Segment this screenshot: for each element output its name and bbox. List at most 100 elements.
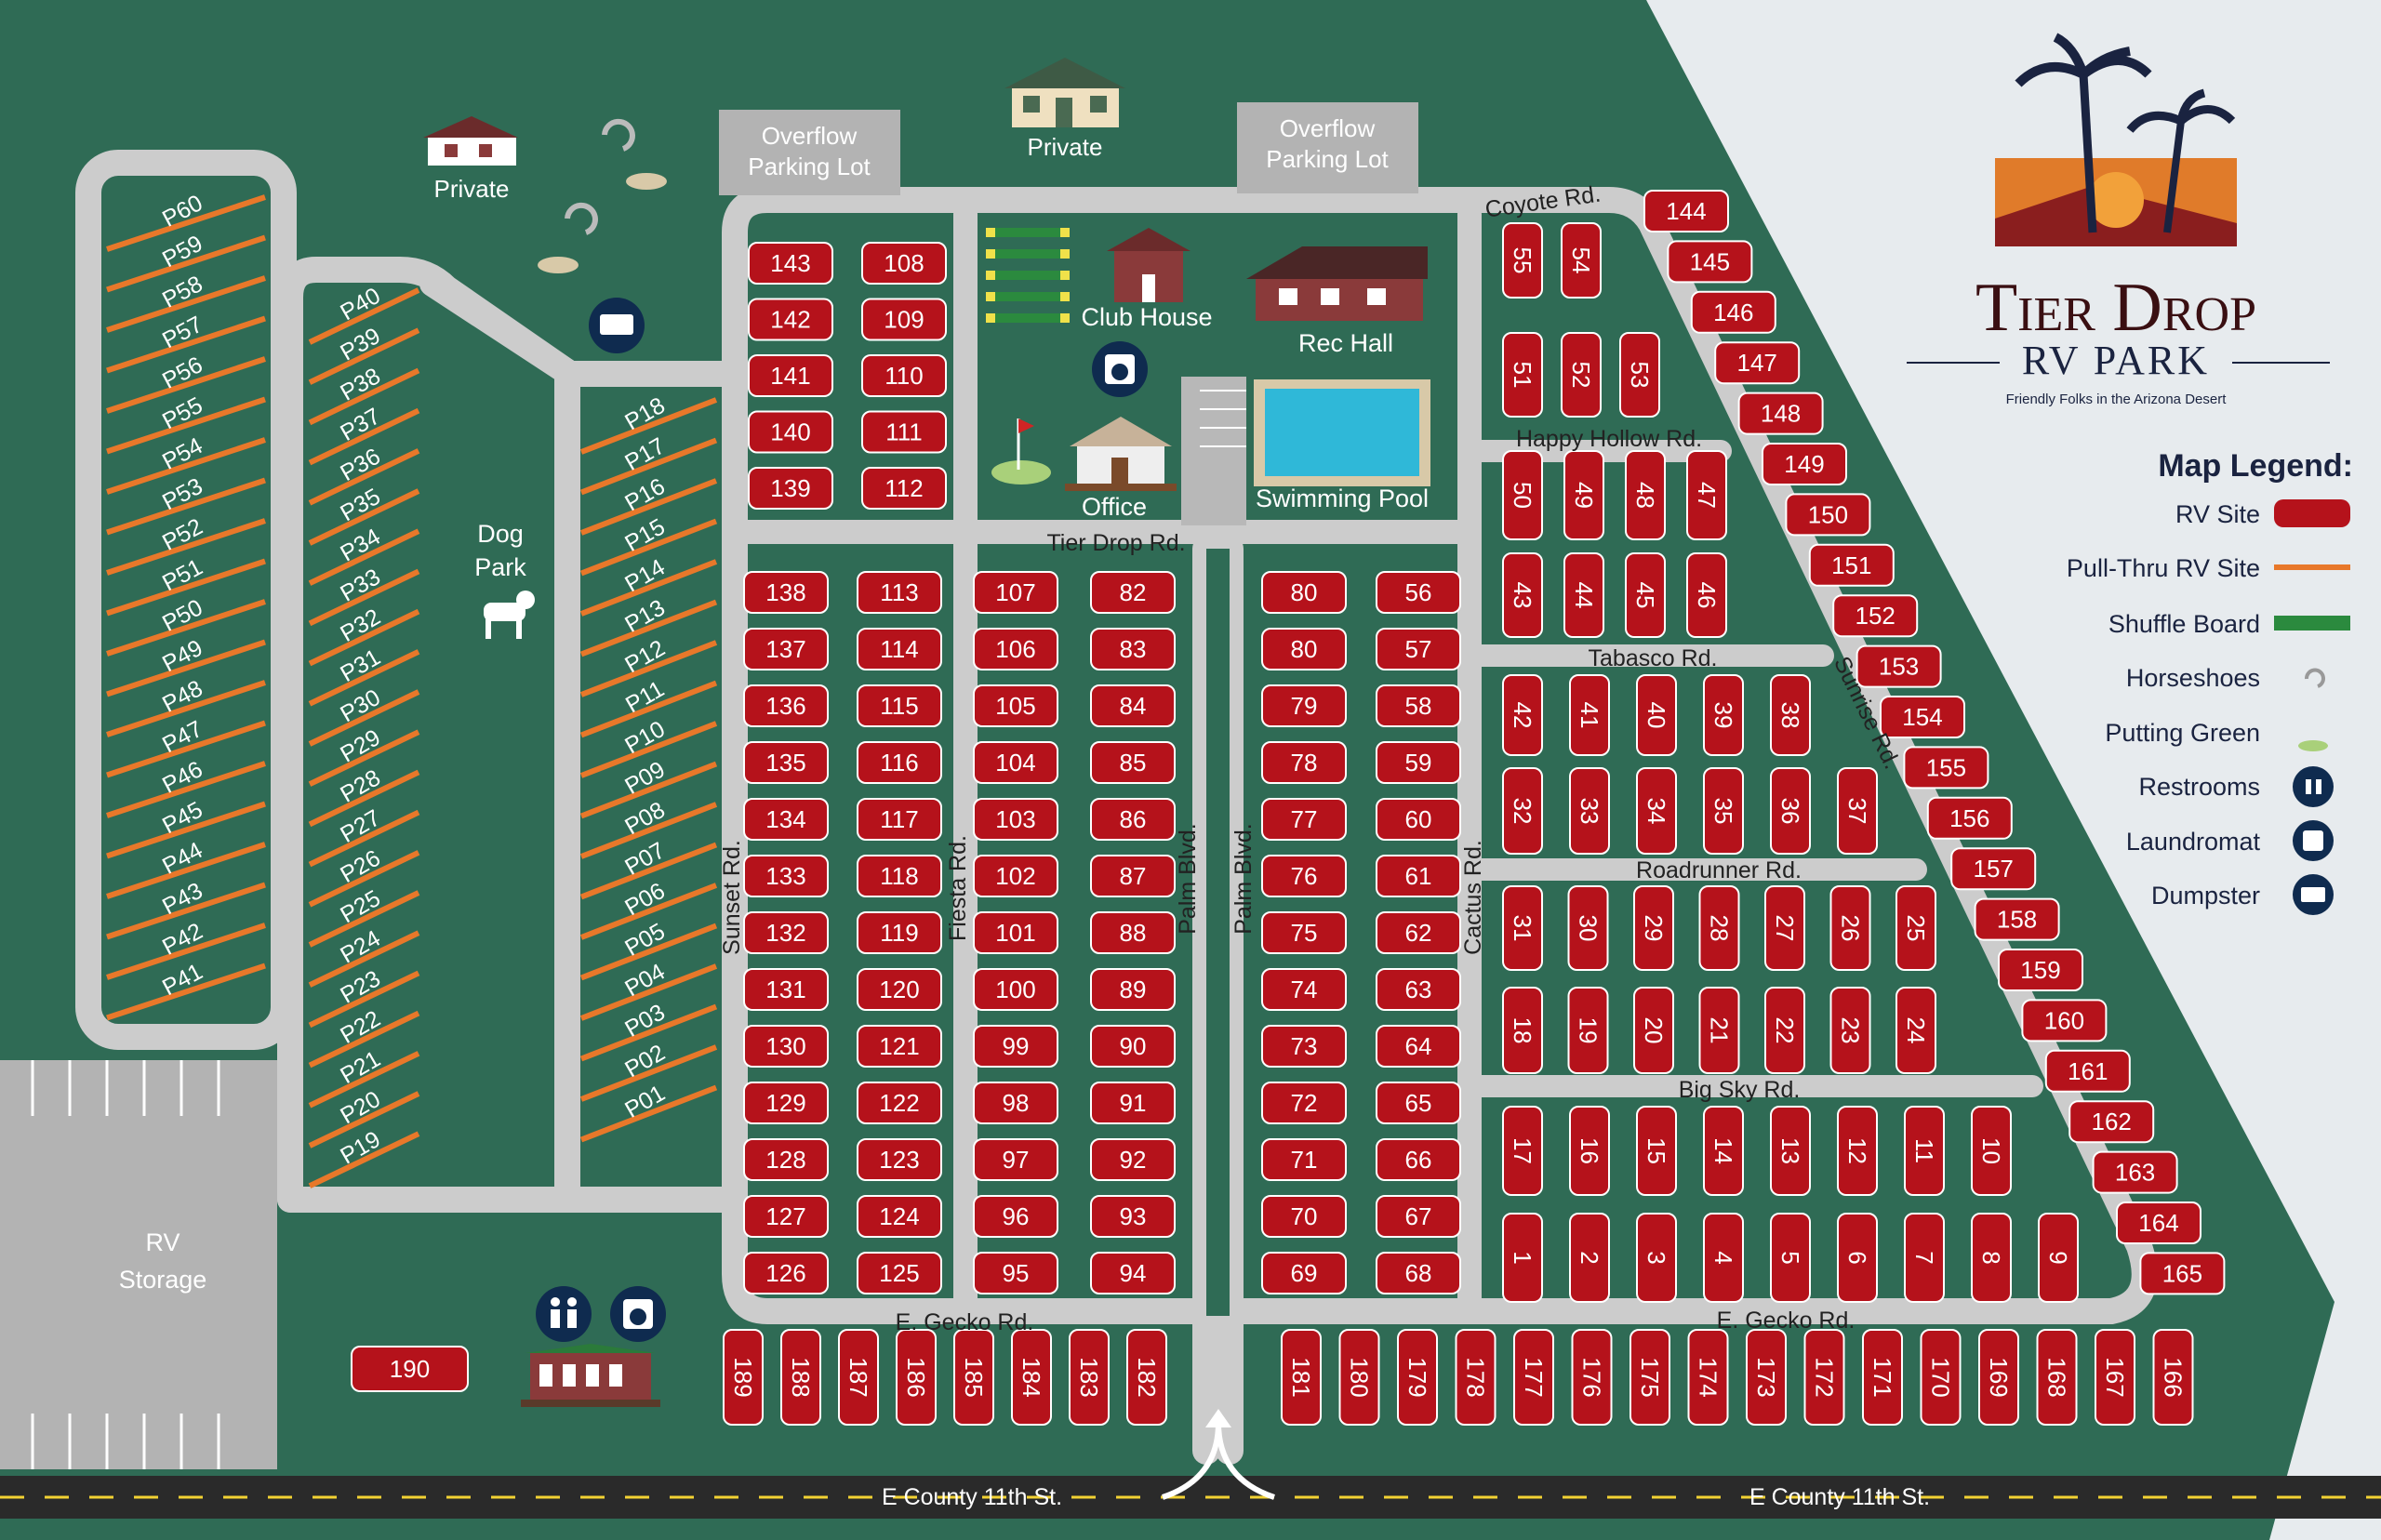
rv-site-42[interactable]: 42 bbox=[1502, 674, 1543, 756]
rv-site-7[interactable]: 7 bbox=[1904, 1213, 1945, 1303]
rv-site-76[interactable]: 76 bbox=[1261, 855, 1347, 897]
rv-site-35[interactable]: 35 bbox=[1703, 767, 1744, 855]
rv-site-162[interactable]: 162 bbox=[2068, 1100, 2155, 1144]
rv-site-28[interactable]: 28 bbox=[1698, 885, 1740, 971]
rv-site-64[interactable]: 64 bbox=[1376, 1025, 1461, 1068]
rv-site-126[interactable]: 126 bbox=[743, 1252, 829, 1294]
rv-site-156[interactable]: 156 bbox=[1926, 796, 2013, 840]
rv-site-150[interactable]: 150 bbox=[1785, 493, 1871, 537]
rv-site-27[interactable]: 27 bbox=[1764, 885, 1805, 971]
rv-site-164[interactable]: 164 bbox=[2116, 1201, 2201, 1244]
rv-site-155[interactable]: 155 bbox=[1903, 746, 1989, 790]
rv-site-132[interactable]: 132 bbox=[743, 911, 829, 954]
rv-site-37[interactable]: 37 bbox=[1837, 767, 1878, 855]
rv-site-70[interactable]: 70 bbox=[1261, 1195, 1347, 1238]
rv-site-151[interactable]: 151 bbox=[1808, 543, 1895, 587]
rv-site-119[interactable]: 119 bbox=[857, 911, 942, 954]
rv-site-93[interactable]: 93 bbox=[1090, 1195, 1176, 1238]
rv-site-153[interactable]: 153 bbox=[1856, 644, 1942, 688]
rv-site-3[interactable]: 3 bbox=[1636, 1213, 1677, 1303]
rv-site-134[interactable]: 134 bbox=[743, 798, 829, 841]
rv-site-77[interactable]: 77 bbox=[1261, 798, 1347, 841]
rv-site-87[interactable]: 87 bbox=[1090, 855, 1176, 897]
rv-site-154[interactable]: 154 bbox=[1880, 696, 1965, 738]
rv-site-43[interactable]: 43 bbox=[1502, 552, 1543, 638]
rv-site-171[interactable]: 171 bbox=[1862, 1329, 1903, 1426]
rv-site-6[interactable]: 6 bbox=[1837, 1213, 1878, 1303]
rv-site-78[interactable]: 78 bbox=[1261, 741, 1347, 784]
rv-site-98[interactable]: 98 bbox=[973, 1082, 1058, 1124]
rv-site-22[interactable]: 22 bbox=[1764, 987, 1805, 1074]
rv-site-99[interactable]: 99 bbox=[973, 1025, 1058, 1068]
rv-site-144[interactable]: 144 bbox=[1643, 190, 1729, 232]
rv-site-104[interactable]: 104 bbox=[973, 741, 1058, 784]
rv-site-136[interactable]: 136 bbox=[743, 684, 829, 727]
rv-site-94[interactable]: 94 bbox=[1090, 1252, 1176, 1294]
rv-site-10[interactable]: 10 bbox=[1971, 1106, 2012, 1196]
rv-site-88[interactable]: 88 bbox=[1090, 911, 1176, 954]
rv-site-73[interactable]: 73 bbox=[1261, 1025, 1347, 1068]
rv-site-50[interactable]: 50 bbox=[1502, 450, 1543, 540]
rv-site-137[interactable]: 137 bbox=[743, 628, 829, 670]
rv-site-168[interactable]: 168 bbox=[2036, 1329, 2078, 1426]
rv-site-14[interactable]: 14 bbox=[1703, 1106, 1744, 1196]
rv-site-185[interactable]: 185 bbox=[953, 1329, 994, 1426]
rv-site-72[interactable]: 72 bbox=[1261, 1082, 1347, 1124]
rv-site-149[interactable]: 149 bbox=[1762, 443, 1847, 485]
rv-site-19[interactable]: 19 bbox=[1567, 987, 1609, 1074]
rv-site-179[interactable]: 179 bbox=[1397, 1329, 1438, 1426]
rv-site-8[interactable]: 8 bbox=[1971, 1213, 2012, 1303]
rv-site-146[interactable]: 146 bbox=[1690, 290, 1776, 334]
rv-site-130[interactable]: 130 bbox=[743, 1025, 829, 1068]
rv-site-190[interactable]: 190 bbox=[351, 1346, 469, 1392]
rv-site-54[interactable]: 54 bbox=[1561, 222, 1602, 299]
rv-site-57[interactable]: 57 bbox=[1376, 628, 1461, 670]
rv-site-178[interactable]: 178 bbox=[1455, 1329, 1496, 1426]
rv-site-100[interactable]: 100 bbox=[973, 968, 1058, 1011]
rv-site-109[interactable]: 109 bbox=[861, 298, 947, 341]
rv-site-91[interactable]: 91 bbox=[1090, 1082, 1176, 1124]
rv-site-33[interactable]: 33 bbox=[1569, 767, 1610, 855]
rv-site-62[interactable]: 62 bbox=[1376, 911, 1461, 954]
rv-site-169[interactable]: 169 bbox=[1978, 1329, 2019, 1426]
rv-site-128[interactable]: 128 bbox=[743, 1138, 829, 1181]
rv-site-68[interactable]: 68 bbox=[1376, 1252, 1461, 1294]
rv-site-92[interactable]: 92 bbox=[1090, 1138, 1176, 1181]
rv-site-12[interactable]: 12 bbox=[1837, 1106, 1878, 1196]
rv-site-40[interactable]: 40 bbox=[1636, 674, 1677, 756]
rv-site-181[interactable]: 181 bbox=[1281, 1329, 1322, 1426]
rv-site-182[interactable]: 182 bbox=[1126, 1329, 1167, 1426]
rv-site-89[interactable]: 89 bbox=[1090, 968, 1176, 1011]
rv-site-20[interactable]: 20 bbox=[1633, 987, 1674, 1074]
rv-site-177[interactable]: 177 bbox=[1513, 1329, 1554, 1426]
rv-site-183[interactable]: 183 bbox=[1069, 1329, 1110, 1426]
rv-site-45[interactable]: 45 bbox=[1625, 552, 1666, 638]
rv-site-5[interactable]: 5 bbox=[1770, 1213, 1811, 1303]
rv-site-4[interactable]: 4 bbox=[1703, 1213, 1744, 1303]
rv-site-63[interactable]: 63 bbox=[1376, 968, 1461, 1011]
rv-site-52[interactable]: 52 bbox=[1561, 332, 1602, 418]
rv-site-69[interactable]: 69 bbox=[1261, 1252, 1347, 1294]
rv-site-82[interactable]: 82 bbox=[1090, 571, 1176, 614]
rv-site-161[interactable]: 161 bbox=[2044, 1049, 2131, 1093]
rv-site-187[interactable]: 187 bbox=[838, 1329, 879, 1426]
rv-site-51[interactable]: 51 bbox=[1502, 332, 1543, 418]
rv-site-48[interactable]: 48 bbox=[1625, 450, 1666, 540]
rv-site-170[interactable]: 170 bbox=[1920, 1329, 1962, 1426]
rv-site-184[interactable]: 184 bbox=[1011, 1329, 1052, 1426]
rv-site-23[interactable]: 23 bbox=[1829, 987, 1871, 1074]
rv-site-61[interactable]: 61 bbox=[1376, 855, 1461, 897]
rv-site-31[interactable]: 31 bbox=[1502, 885, 1543, 971]
rv-site-114[interactable]: 114 bbox=[857, 628, 942, 670]
rv-site-26[interactable]: 26 bbox=[1829, 885, 1871, 971]
rv-site-107[interactable]: 107 bbox=[973, 571, 1058, 614]
rv-site-147[interactable]: 147 bbox=[1714, 341, 1801, 385]
rv-site-49[interactable]: 49 bbox=[1563, 450, 1604, 540]
rv-site-115[interactable]: 115 bbox=[857, 684, 942, 727]
rv-site-9[interactable]: 9 bbox=[2038, 1213, 2079, 1303]
rv-site-60[interactable]: 60 bbox=[1376, 798, 1461, 841]
rv-site-80[interactable]: 80 bbox=[1261, 571, 1347, 614]
rv-site-186[interactable]: 186 bbox=[896, 1329, 937, 1426]
rv-site-29[interactable]: 29 bbox=[1633, 885, 1674, 971]
rv-site-176[interactable]: 176 bbox=[1571, 1329, 1613, 1426]
